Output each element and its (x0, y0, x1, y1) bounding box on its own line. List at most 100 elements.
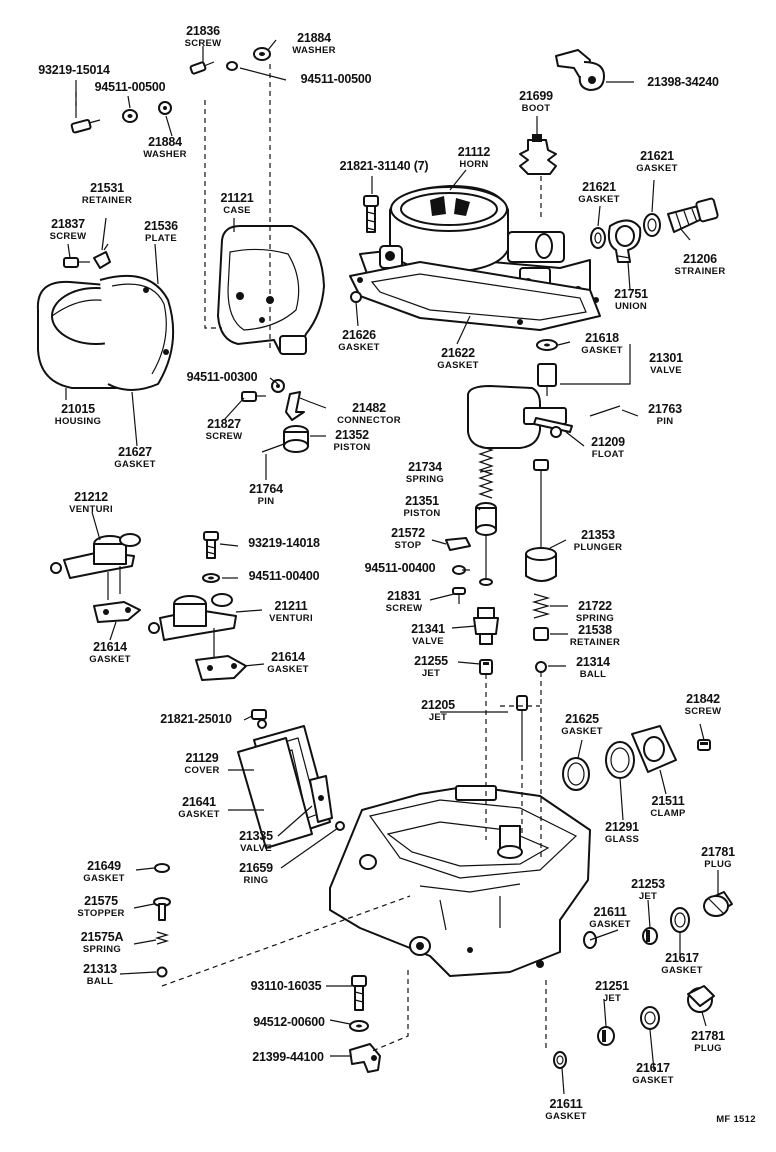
bracket-21398-34240-drawing (555, 49, 605, 91)
part-name: SCREW (386, 603, 423, 614)
part-name: JET (639, 891, 657, 902)
glass-21291-drawing (605, 741, 635, 779)
part-number: 93219-14018 (248, 536, 320, 550)
part-number: 21015 (61, 402, 95, 416)
part-number: 21291 (605, 820, 639, 834)
part-number: 21255 (414, 654, 448, 668)
part-number: 21842 (686, 692, 720, 706)
part-number: 21314 (576, 655, 610, 669)
part-number: 21836 (186, 24, 220, 38)
part-name: PLUNGER (574, 542, 623, 553)
part-name: VALVE (412, 636, 444, 647)
part-number: 21253 (631, 877, 665, 891)
piston-21351-drawing (475, 502, 497, 586)
part-number: 21621 (582, 180, 616, 194)
part-name: PISTON (334, 442, 371, 453)
gasket-21641-drawing (237, 737, 313, 849)
part-number: 21699 (519, 89, 553, 103)
figure-code: MF 1512 (716, 1114, 756, 1125)
part-name: GASKET (589, 919, 630, 930)
part-name: SPRING (576, 613, 614, 624)
float-bowl-body-drawing (329, 785, 591, 977)
part-number: 21763 (648, 402, 682, 416)
part-number: 21884 (148, 135, 182, 149)
part-name: VALVE (650, 365, 682, 376)
part-name: GASKET (267, 664, 308, 675)
venturi-21212-drawing (50, 533, 141, 600)
part-number: 21341 (411, 622, 445, 636)
part-name: GASKET (636, 163, 677, 174)
gasket-21618-drawing (536, 339, 558, 351)
screw-21821-31140-drawing (363, 195, 379, 233)
part-name: PIN (258, 496, 275, 507)
part-name: COVER (184, 765, 219, 776)
piston-21352-drawing (283, 425, 309, 453)
part-number: 21781 (701, 845, 735, 859)
boot-21699-drawing (519, 134, 557, 175)
part-name: PLUG (704, 859, 732, 870)
part-name: PLUG (694, 1043, 722, 1054)
part-name: PISTON (404, 508, 441, 519)
part-number: 21625 (565, 712, 599, 726)
ball-21313-drawing (156, 966, 168, 978)
plunger-21353-drawing (525, 459, 557, 582)
screw-21827-drawing (241, 391, 266, 402)
part-number: 21482 (352, 401, 386, 415)
stopper-21575-drawing (153, 897, 171, 921)
part-label-94511-00400: 94511-00400 (365, 561, 436, 575)
part-number: 21734 (408, 460, 442, 474)
part-name: STRAINER (675, 266, 726, 277)
part-name: BALL (87, 976, 114, 987)
gasket-21649-drawing (154, 863, 170, 873)
part-name: SPRING (406, 474, 444, 485)
screw-21842-drawing (697, 739, 711, 751)
part-name: PIN (657, 416, 674, 427)
part-number: 21575A (81, 930, 124, 944)
screw-21831-drawing (452, 587, 466, 604)
part-number: 21781 (691, 1029, 725, 1043)
part-number: 21614 (93, 640, 127, 654)
spring-21575a-drawing (154, 931, 170, 945)
part-number: 21821-31140 (7) (340, 159, 429, 173)
part-number: 21121 (220, 191, 253, 205)
part-name: GLASS (605, 834, 639, 845)
part-name: RING (244, 875, 269, 886)
stop-21572-drawing (445, 537, 471, 551)
part-name: SCREW (685, 706, 722, 717)
part-label-21821-31140-7: 21821-31140 (7) (340, 159, 429, 173)
screw-93219-15014-drawing (70, 118, 101, 134)
part-number: 21112 (458, 145, 491, 159)
part-name: BALL (580, 669, 607, 680)
jet-21253-drawing (642, 927, 658, 945)
part-name: JET (429, 712, 447, 723)
part-number: 21627 (118, 445, 152, 459)
gasket-21626-drawing (350, 291, 362, 303)
retainer-21538-drawing (533, 627, 549, 641)
